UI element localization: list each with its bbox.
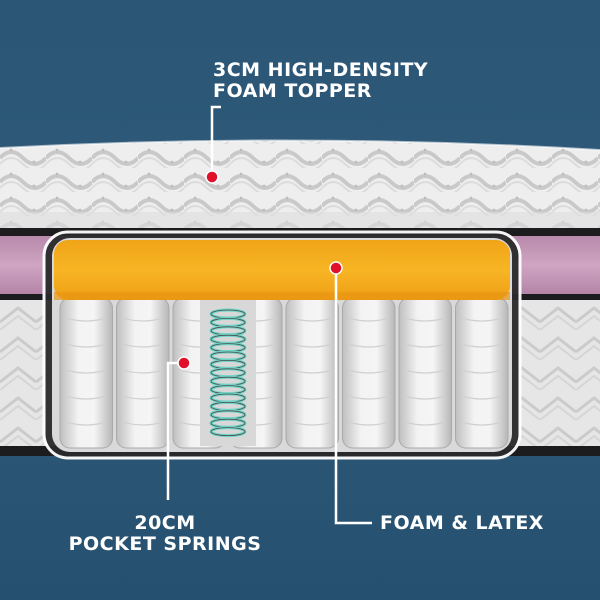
pocket-fold [65,395,107,400]
pocket-fold [404,421,446,426]
pocket-fold [461,421,503,426]
foam-latex-layer [54,240,510,300]
spring-coil-outline [210,427,246,437]
pocket-fold [65,343,107,348]
pocket-fold [122,421,164,426]
pocket-fold [291,343,333,348]
pocket-fold [65,317,107,322]
topper-label-line2: FOAM TOPPER [213,80,372,102]
latex-marker [329,261,343,275]
pocket-fold [404,395,446,400]
pocket-fold [291,369,333,374]
pocket-fold [291,395,333,400]
pocket-fold [65,421,107,426]
topper-label-line1: 3CM HIGH-DENSITY [213,59,429,81]
quilted-top-layer [0,139,600,228]
pocket-fold [461,317,503,322]
pocket-fold [348,395,390,400]
pocket-fold [461,395,503,400]
pocket-fold [348,421,390,426]
pocket-fold [404,317,446,322]
springs-label: 20CM POCKET SPRINGS [65,513,265,555]
pocket-fold [122,395,164,400]
pocket-fold [404,369,446,374]
latex-leader-line [334,268,372,525]
pocket-fold [122,317,164,322]
exposed-spring [200,300,256,446]
springs-label-line1: 20CM [134,512,196,534]
markers [177,170,343,370]
pocket-fold [348,317,390,322]
pocket-fold [348,343,390,348]
topper-label: 3CM HIGH-DENSITY FOAM TOPPER [213,60,428,102]
latex-label-line1: FOAM & LATEX [380,512,544,534]
pocket-fold [461,369,503,374]
pocket-fold [348,369,390,374]
pocket-fold [291,317,333,322]
topper-leader-line [210,105,221,177]
pocket-fold [122,369,164,374]
pocket-fold [461,343,503,348]
pocket-fold [65,369,107,374]
pocket-fold [404,343,446,348]
topper-marker [205,170,219,184]
pocket-fold [291,421,333,426]
latex-label: FOAM & LATEX [380,513,544,534]
pocket-fold [122,343,164,348]
springs-label-line2: POCKET SPRINGS [68,533,262,555]
springs-marker [177,356,191,370]
exposed-spring-cavity [200,300,256,446]
